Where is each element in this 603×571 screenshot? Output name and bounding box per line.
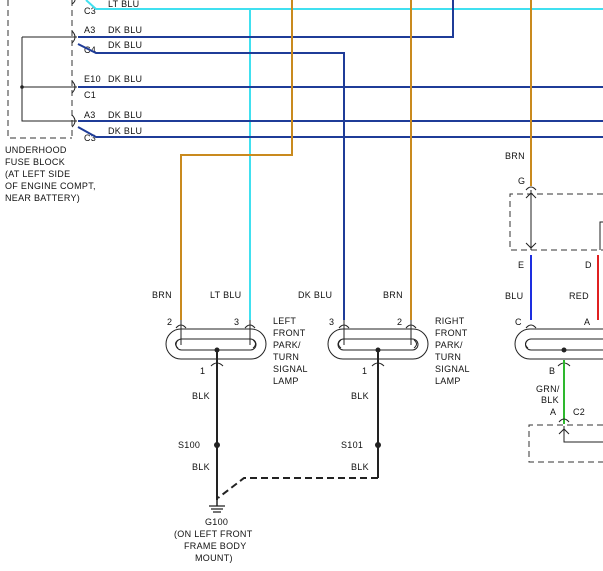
fuse-row-2-wire: DK BLU xyxy=(108,40,142,50)
fuse-row-1-wire: DK BLU xyxy=(108,25,142,35)
dk-blu-wire-c4 xyxy=(77,43,345,320)
splice-s100-label: S100 xyxy=(178,440,200,450)
fuse-block-label: UNDERHOOD FUSE BLOCK (AT LEFT SIDE OF EN… xyxy=(5,145,96,203)
fuse-row-5-wire: DK BLU xyxy=(108,126,142,136)
fuse-row-0-conn: C3 xyxy=(84,6,96,16)
underhood-fuse-block xyxy=(7,0,77,139)
right-red-label: RED xyxy=(569,291,589,301)
right-pin-b: B xyxy=(549,366,555,376)
right-grn-blk-label-2: BLK xyxy=(541,395,559,405)
left-lamp-wire2-label: LT BLU xyxy=(210,290,241,300)
dk-blu-wire-a3-upper xyxy=(78,0,454,38)
svg-text:TURN: TURN xyxy=(273,352,299,362)
left-lamp-label: LEFT FRONT PARK/ TURN SIGNAL LAMP xyxy=(273,316,308,386)
left-ground-wire-label-1: BLK xyxy=(192,391,210,401)
fuse-row-5-conn: C3 xyxy=(84,133,96,143)
ground-g100-icon xyxy=(209,500,225,513)
svg-text:PARK/: PARK/ xyxy=(273,340,301,350)
fuse-row-0-wire: LT BLU xyxy=(108,0,139,9)
svg-text:LAMP: LAMP xyxy=(273,376,299,386)
dk-blu-wire-c3-lower xyxy=(77,126,603,138)
left-lamp-pin-b: 3 xyxy=(234,317,239,327)
svg-text:SIGNAL: SIGNAL xyxy=(435,364,470,374)
right-top-wire-label: BRN xyxy=(505,151,525,161)
fuse-row-4-wire: DK BLU xyxy=(108,110,142,120)
svg-text:PARK/: PARK/ xyxy=(435,340,463,350)
svg-text:FRAME BODY: FRAME BODY xyxy=(184,541,247,551)
svg-text:RIGHT: RIGHT xyxy=(435,316,465,326)
fuse-block-label-line-5: NEAR BATTERY) xyxy=(5,193,80,203)
right-pin-a: A xyxy=(584,317,590,327)
right-conn-c2: C2 xyxy=(573,407,585,417)
brn-wire-left-lamp xyxy=(180,0,293,320)
fuse-row-4-pin: A3 xyxy=(84,110,96,120)
splice-s101 xyxy=(375,442,381,448)
fuse-row-3-pin: E10 xyxy=(84,74,101,84)
right-lamp: DK BLU BRN 3 2 1 RIGHT FRONT PARK/ TURN … xyxy=(298,290,470,386)
fuse-block-label-line-3: (AT LEFT SIDE xyxy=(5,169,70,179)
svg-text:LEFT: LEFT xyxy=(273,316,296,326)
right-pin-e: E xyxy=(518,260,524,270)
right-top-pin: G xyxy=(518,176,525,186)
svg-text:TURN: TURN xyxy=(435,352,461,362)
right-lamp-label: RIGHT FRONT PARK/ TURN SIGNAL LAMP xyxy=(435,316,470,386)
right-component: BRN G E D BLU RED C A B GRN/ BLK A C2 xyxy=(505,151,603,463)
right-grn-blk-label-1: GRN/ xyxy=(536,384,560,394)
right-lamp-wire1-label: DK BLU xyxy=(298,290,332,300)
fuse-block-label-line-1: UNDERHOOD xyxy=(5,145,67,155)
svg-text:FRONT: FRONT xyxy=(273,328,306,338)
left-lamp: BRN LT BLU 2 3 1 LEFT FRONT PARK/ TURN S… xyxy=(152,290,308,386)
svg-text:SIGNAL: SIGNAL xyxy=(273,364,308,374)
fuse-block-label-line-4: OF ENGINE COMPT, xyxy=(5,181,96,191)
fuse-row-1-pin: A3 xyxy=(84,25,96,35)
svg-text:G100: G100 xyxy=(205,517,228,527)
lt-blu-wire xyxy=(85,0,603,10)
ground-g100-label: G100 (ON LEFT FRONT FRAME BODY MOUNT) xyxy=(174,517,253,563)
right-ground-wire-label-2: BLK xyxy=(351,462,369,472)
left-lamp-pin-a: 2 xyxy=(167,317,172,327)
right-blu-label: BLU xyxy=(505,291,523,301)
right-pin-c: C xyxy=(515,317,522,327)
svg-text:LAMP: LAMP xyxy=(435,376,461,386)
right-lamp-wire2-label: BRN xyxy=(383,290,403,300)
left-lamp-pin-ground: 1 xyxy=(200,366,205,376)
left-ground-wire-label-2: BLK xyxy=(192,462,210,472)
right-pin-a2: A xyxy=(550,407,556,417)
splice-s100 xyxy=(214,442,220,448)
fuse-row-3-wire: DK BLU xyxy=(108,74,142,84)
splice-s101-label: S101 xyxy=(341,440,363,450)
fuse-block-label-line-2: FUSE BLOCK xyxy=(5,157,65,167)
right-ground-wire-label-1: BLK xyxy=(351,391,369,401)
left-lamp-wire1-label: BRN xyxy=(152,290,172,300)
right-lamp-pin-a: 3 xyxy=(329,317,334,327)
right-pin-d: D xyxy=(585,260,592,270)
ground-dashed-path xyxy=(217,477,378,499)
svg-text:FRONT: FRONT xyxy=(435,328,468,338)
right-lamp-pin-b: 2 xyxy=(397,317,402,327)
fuse-row-labels: C3 LT BLU A3 DK BLU C4 DK BLU E10 C1 DK … xyxy=(84,0,142,143)
svg-text:MOUNT): MOUNT) xyxy=(195,553,233,563)
fuse-row-3-conn: C1 xyxy=(84,90,96,100)
svg-text:(ON LEFT FRONT: (ON LEFT FRONT xyxy=(174,529,253,539)
right-lamp-pin-ground: 1 xyxy=(362,366,367,376)
